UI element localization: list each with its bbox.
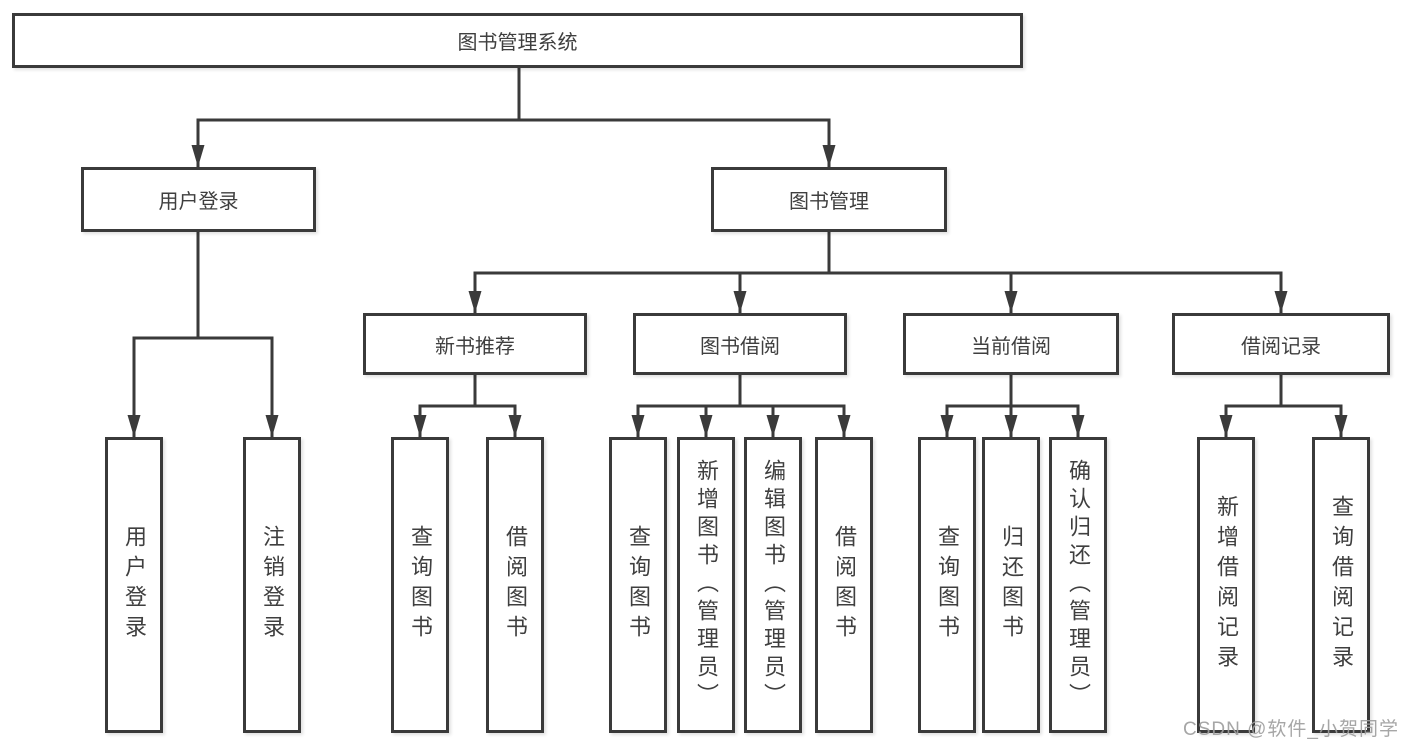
leaf-cb-query-books: 查询图书 (918, 437, 976, 733)
node-book-management-branch: 图书管理 (711, 167, 947, 232)
leaf-nbr-query-books: 查询图书 (391, 437, 449, 733)
leaf-nbr-borrow-books: 借阅图书 (486, 437, 544, 733)
leaf-cb-return-books: 归还图书 (982, 437, 1040, 733)
node-new-book-recommendation: 新书推荐 (363, 313, 587, 375)
leaf-user-login: 用户登录 (105, 437, 163, 733)
node-library-management-system: 图书管理系统 (12, 13, 1023, 68)
leaf-bb-query-books: 查询图书 (609, 437, 667, 733)
leaf-logout: 注销登录 (243, 437, 301, 733)
node-current-borrowing: 当前借阅 (903, 313, 1119, 375)
node-borrowing-records: 借阅记录 (1172, 313, 1390, 375)
leaf-bb-edit-books-admin: 编辑图书（管理员） (744, 437, 802, 733)
leaf-bb-add-books-admin: 新增图书（管理员） (677, 437, 735, 733)
leaf-br-add-record: 新增借阅记录 (1197, 437, 1255, 733)
node-user-login-branch: 用户登录 (81, 167, 316, 232)
leaf-br-query-record: 查询借阅记录 (1312, 437, 1370, 733)
leaf-cb-confirm-return-admin: 确认归还（管理员） (1049, 437, 1107, 733)
csdn-watermark: CSDN @软件_小贺同学 (1183, 719, 1399, 740)
leaf-bb-borrow-books: 借阅图书 (815, 437, 873, 733)
node-book-borrowing: 图书借阅 (633, 313, 847, 375)
